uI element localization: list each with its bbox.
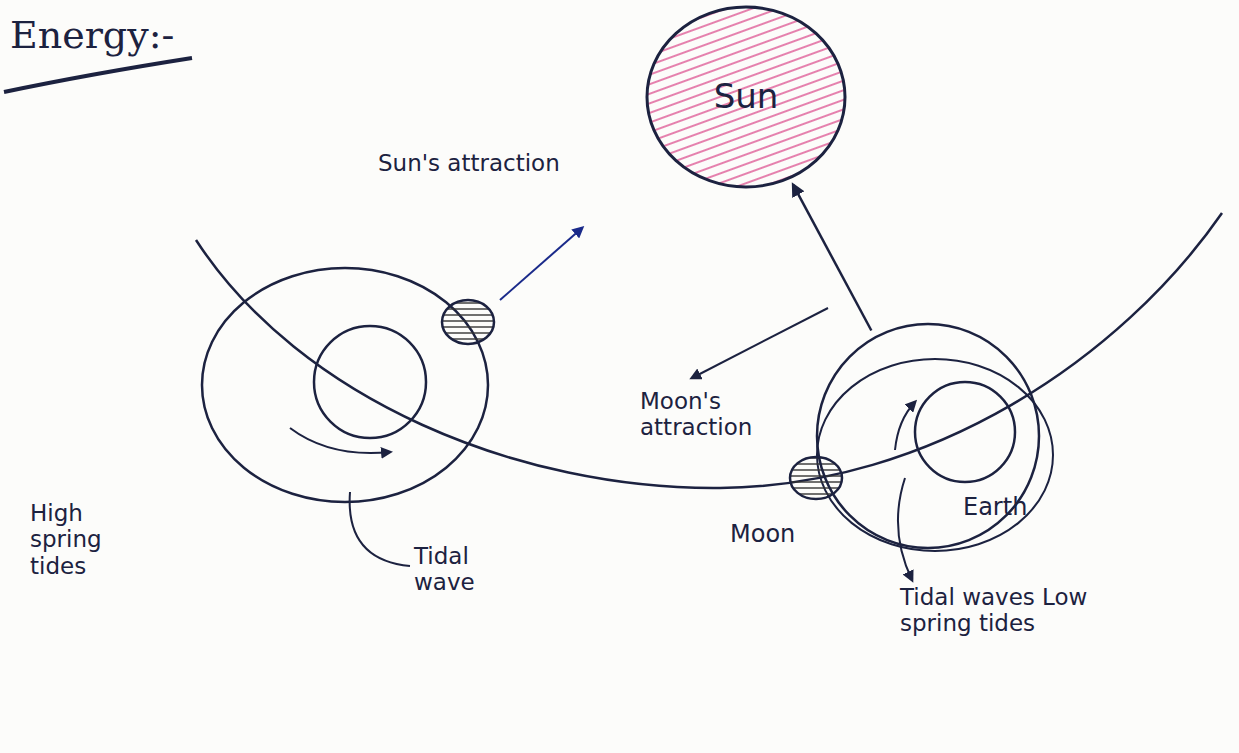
tidal-bulge-right xyxy=(817,359,1053,551)
leader-line xyxy=(350,492,410,566)
moon-circle: Moon xyxy=(788,455,844,501)
moon-left xyxy=(442,300,494,344)
node-label: Moon xyxy=(730,521,795,549)
rotation-arrow xyxy=(290,428,390,453)
earth-circle: Earth xyxy=(815,322,1041,550)
annotation: Sun's attraction xyxy=(378,150,628,176)
earth-left xyxy=(314,326,426,438)
node-outline xyxy=(788,455,844,501)
annotation: Tidal wave xyxy=(414,543,534,596)
title: Energy:- xyxy=(10,14,174,58)
earth-right xyxy=(915,382,1015,482)
node-label: Sun xyxy=(714,77,779,116)
sun-attraction-arrow xyxy=(500,228,582,300)
orbit-curve xyxy=(196,213,1222,488)
node-label: Earth xyxy=(963,494,1027,522)
annotation: Tidal waves Low spring tides xyxy=(900,584,1095,637)
leader-line xyxy=(898,478,912,580)
tidal-bulge xyxy=(202,268,488,502)
annotation: Moon's attraction xyxy=(640,388,780,441)
sun-circle: Sun xyxy=(645,5,847,189)
title-underline xyxy=(4,58,192,92)
rotation-arrow xyxy=(895,402,915,450)
annotation: High spring tides xyxy=(30,500,140,579)
attraction-arrow xyxy=(793,185,871,331)
moon-attraction-arrow xyxy=(692,308,828,378)
